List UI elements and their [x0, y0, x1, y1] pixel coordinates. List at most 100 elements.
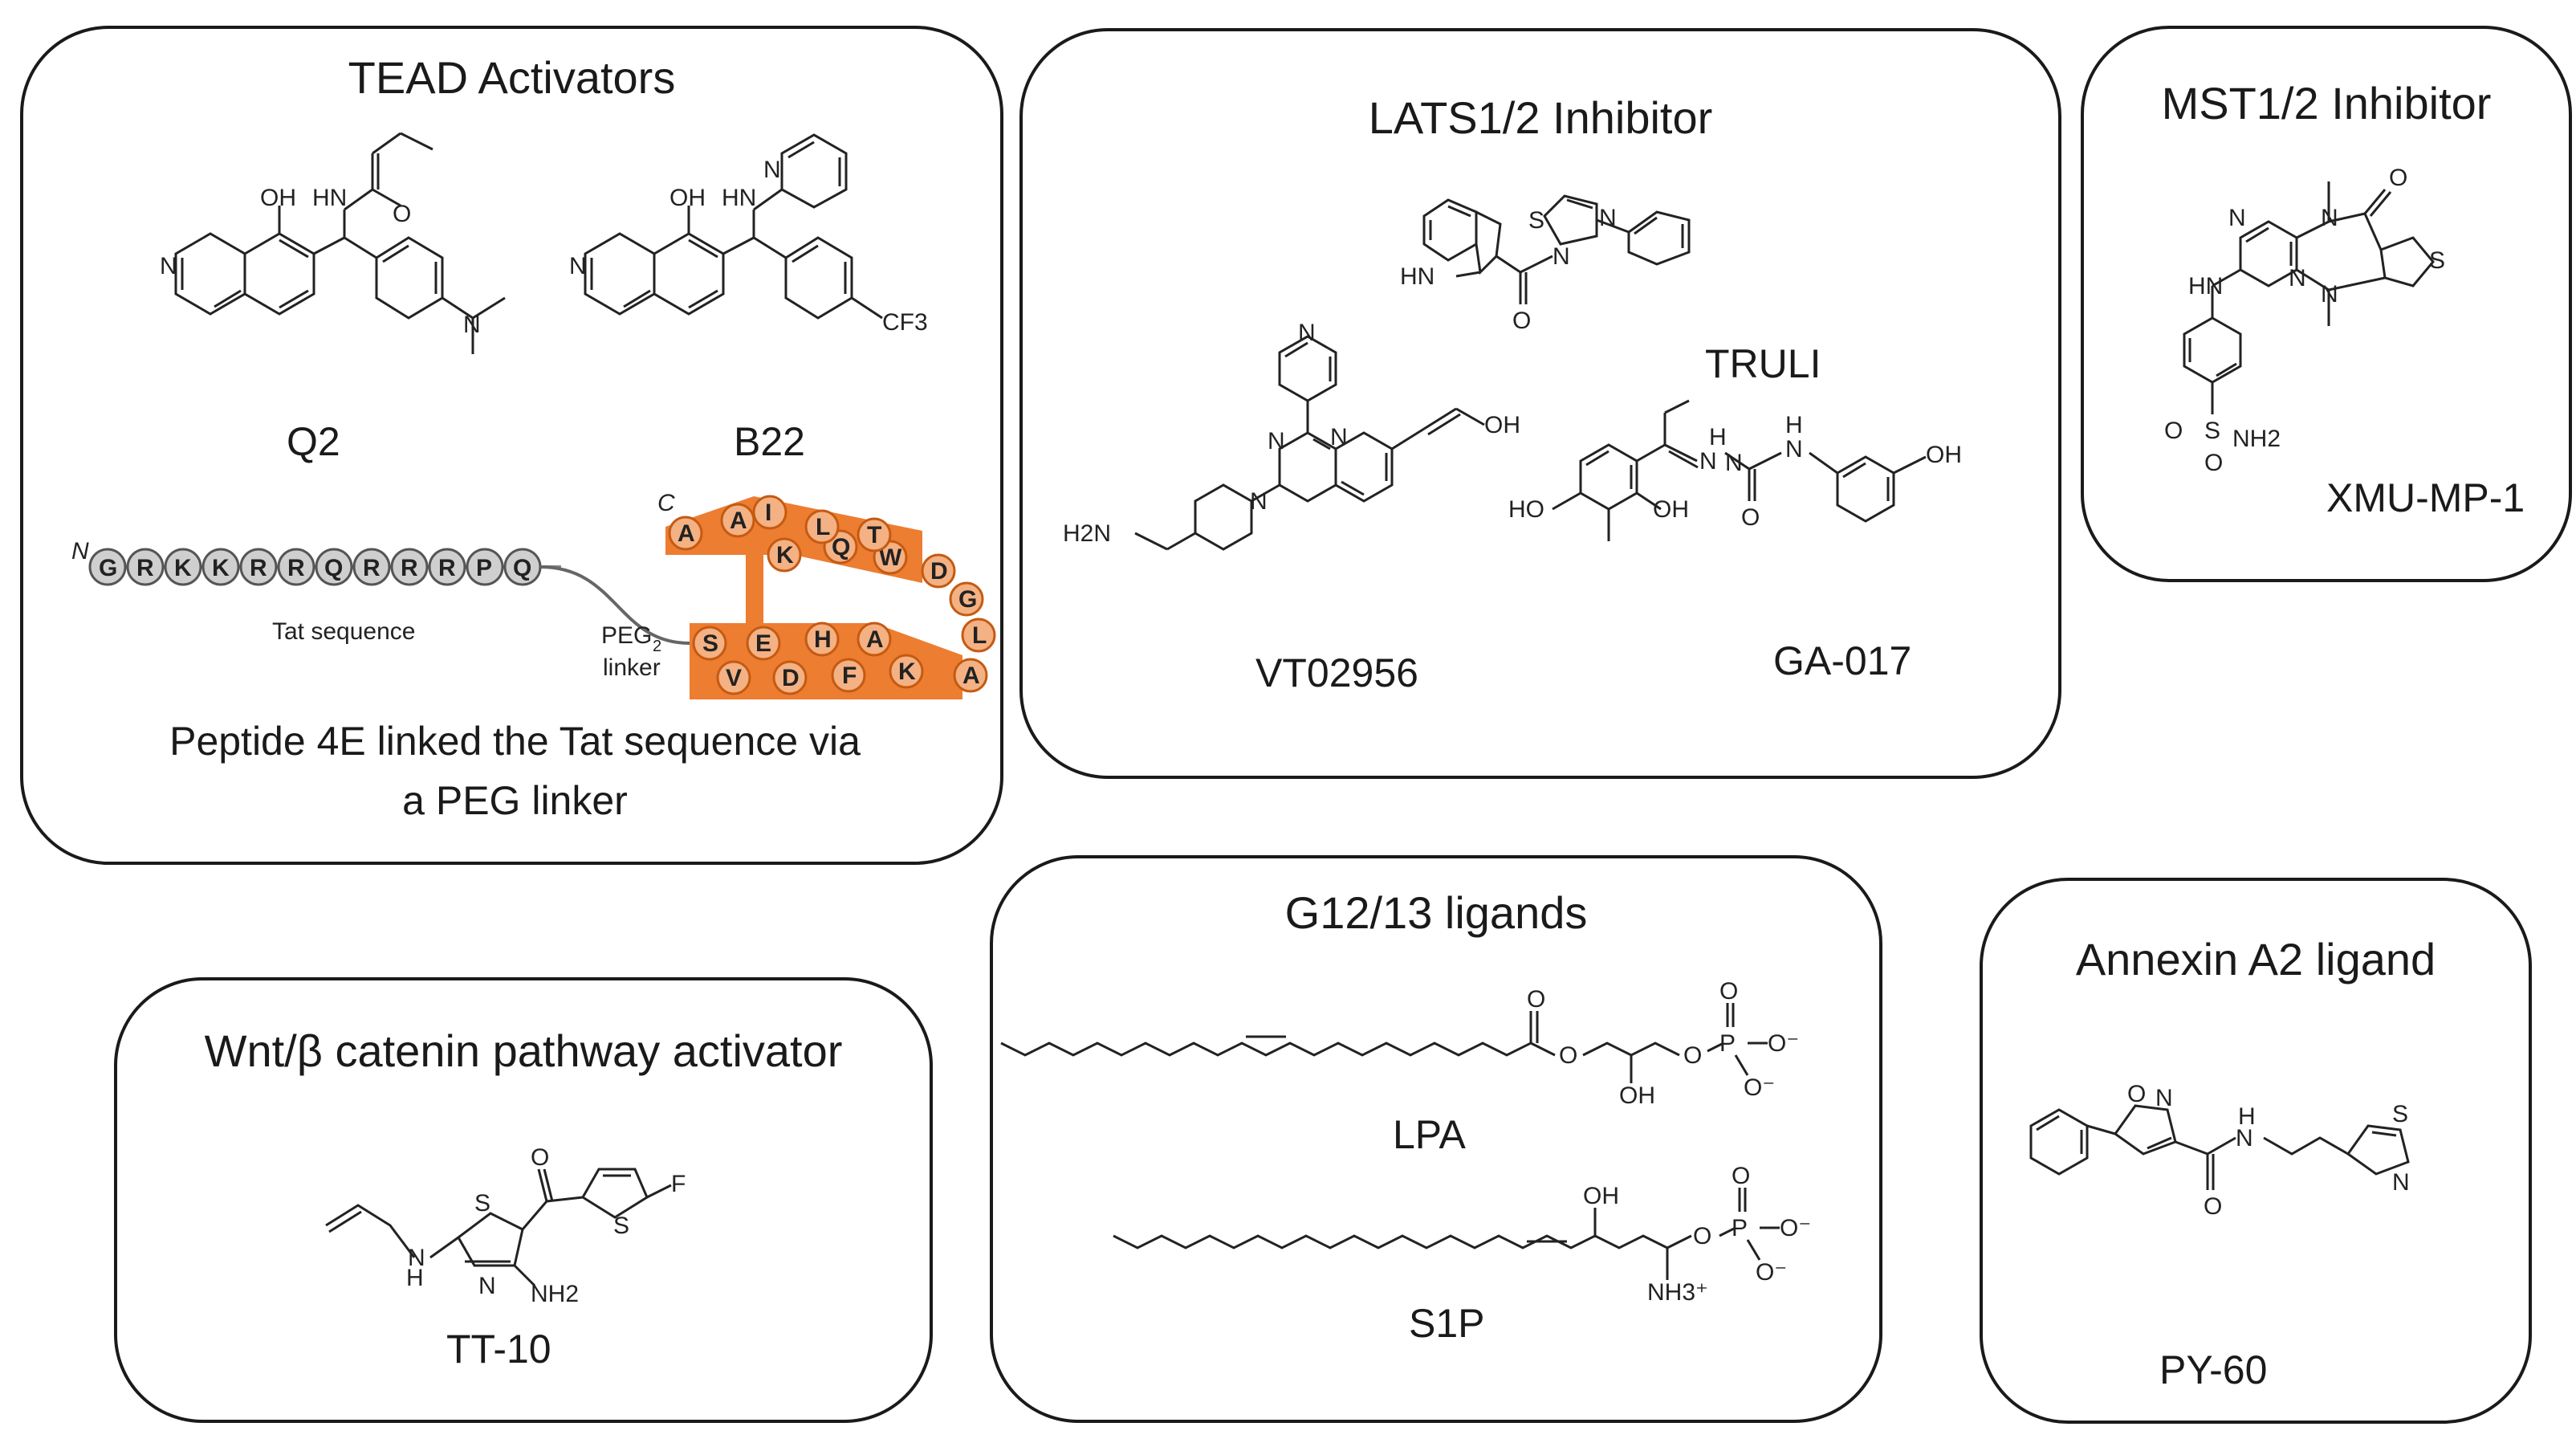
svg-text:S: S	[474, 1190, 490, 1217]
svg-text:S: S	[702, 630, 718, 657]
svg-text:S: S	[2204, 418, 2220, 444]
svg-text:E: E	[755, 630, 771, 657]
svg-text:R: R	[136, 555, 154, 581]
svg-text:O⁻: O⁻	[1768, 1030, 1799, 1057]
svg-text:R: R	[250, 555, 267, 581]
helix-bottom-beads: S V E D H F A K A	[692, 622, 988, 695]
svg-text:G: G	[99, 555, 117, 581]
compound-label-ga-017: GA-017	[1773, 638, 1912, 683]
vt02956-structure: N N N N H2N OH	[1063, 320, 1520, 551]
svg-text:O: O	[1512, 308, 1531, 334]
svg-text:HO: HO	[1508, 496, 1544, 523]
compound-label-lpa: LPA	[1393, 1112, 1466, 1157]
svg-text:N: N	[569, 253, 587, 279]
svg-text:H: H	[2238, 1103, 2256, 1130]
svg-text:O: O	[1719, 978, 1738, 1005]
svg-text:T: T	[867, 522, 881, 548]
svg-text:K: K	[212, 555, 230, 581]
svg-text:R: R	[287, 555, 305, 581]
peptide-caption: Peptide 4E linked the Tat sequence via a…	[71, 711, 958, 830]
svg-text:I: I	[765, 499, 771, 526]
svg-text:O: O	[531, 1144, 549, 1171]
svg-text:C: C	[657, 490, 675, 516]
svg-text:L: L	[816, 514, 830, 540]
svg-text:linker: linker	[603, 654, 661, 681]
svg-text:S: S	[2392, 1101, 2408, 1127]
svg-text:S: S	[613, 1213, 629, 1239]
mst-inhibitor-panel: MST1/2 Inhibitor N N N O S N HN S O O NH…	[2081, 26, 2572, 582]
svg-text:Q: Q	[832, 534, 850, 560]
svg-text:O: O	[393, 201, 411, 227]
svg-text:F: F	[842, 662, 857, 689]
svg-text:HN: HN	[722, 185, 756, 211]
svg-text:R: R	[438, 555, 456, 581]
compound-label-py-60: PY-60	[2159, 1347, 2268, 1392]
svg-text:P: P	[476, 555, 492, 581]
svg-text:N: N	[2289, 265, 2306, 291]
tat-sequence-beads: G R K K R R Q R R R P Q	[88, 548, 561, 586]
svg-text:O: O	[1741, 504, 1760, 531]
xmu-mp-1-structure: N N N O S N HN S O O NH2	[2164, 165, 2445, 476]
svg-text:OH: OH	[1484, 412, 1520, 438]
tead-activators-panel: TEAD Activators N OH HN O N Q2	[20, 26, 1003, 865]
lpa-structure: O O OH O P O O⁻ O⁻	[1000, 978, 1799, 1109]
svg-text:O⁻: O⁻	[1780, 1215, 1811, 1241]
svg-text:O: O	[2204, 450, 2223, 476]
svg-text:HN: HN	[1400, 263, 1435, 290]
compound-label-vt02956: VT02956	[1255, 650, 1418, 695]
svg-text:O: O	[2389, 165, 2407, 191]
svg-text:OH: OH	[1653, 496, 1689, 523]
svg-text:OH: OH	[669, 185, 706, 211]
svg-text:N: N	[1268, 428, 1285, 455]
svg-text:O: O	[1732, 1163, 1750, 1189]
svg-text:Q: Q	[513, 555, 531, 581]
compound-label-s1p: S1P	[1409, 1301, 1485, 1346]
b22-structure: N OH HN N CF3	[569, 133, 928, 336]
svg-text:A: A	[866, 626, 884, 653]
svg-text:H: H	[1785, 412, 1803, 438]
svg-text:OH: OH	[1583, 1183, 1619, 1209]
annexin-a2-ligand-panel: Annexin A2 ligand O N O N H S N PY-60	[1980, 878, 2532, 1424]
svg-text:OH: OH	[1926, 442, 1962, 468]
svg-text:O⁻: O⁻	[1756, 1259, 1787, 1286]
helix-top-beads: A A K I Q L W T D G L	[668, 495, 996, 653]
svg-text:H: H	[406, 1265, 424, 1291]
panel-title: TEAD Activators	[348, 52, 676, 103]
ga-017-structure: N H N O N H OH HO OH	[1508, 399, 1962, 541]
lats-inhibitor-panel: LATS1/2 Inhibitor HN O N S N TRULI	[1019, 28, 2061, 779]
svg-text:P: P	[1719, 1030, 1736, 1057]
svg-text:NH3⁺: NH3⁺	[1647, 1279, 1708, 1306]
caption-line-1: Peptide 4E linked the Tat sequence via	[169, 719, 861, 764]
svg-text:K: K	[776, 542, 794, 569]
svg-text:N: N	[1699, 448, 1717, 475]
svg-text:Q: Q	[324, 555, 343, 581]
py-60-structure: O N O N H S N	[2029, 1081, 2410, 1220]
svg-text:N: N	[1599, 205, 1617, 231]
svg-text:G: G	[958, 586, 977, 613]
svg-text:N: N	[1250, 488, 1268, 515]
svg-text:O: O	[1527, 986, 1545, 1013]
svg-text:N: N	[1330, 424, 1348, 450]
svg-text:O: O	[2204, 1193, 2222, 1220]
caption-line-2: a PEG linker	[402, 778, 628, 823]
svg-text:A: A	[678, 520, 695, 547]
svg-text:HN: HN	[2188, 273, 2223, 300]
peptide-4e-figure: N G R K K R R Q R R R P Q Tat sequence P…	[71, 490, 996, 699]
svg-text:H2N: H2N	[1063, 520, 1111, 547]
svg-text:N: N	[2321, 205, 2338, 231]
compound-label-truli: TRULI	[1705, 341, 1821, 386]
svg-text:D: D	[930, 558, 948, 585]
svg-text:N: N	[1553, 243, 1570, 270]
svg-text:R: R	[363, 555, 380, 581]
compound-label-b22: B22	[734, 419, 805, 464]
svg-text:N: N	[408, 1245, 425, 1271]
svg-text:OH: OH	[260, 185, 296, 211]
svg-text:O: O	[1559, 1042, 1577, 1069]
panel-title: Wnt/β catenin pathway activator	[204, 1025, 843, 1076]
svg-text:N: N	[763, 157, 781, 183]
svg-text:N: N	[2155, 1085, 2173, 1111]
svg-text:NH2: NH2	[531, 1281, 579, 1307]
panel-title: G12/13 ligands	[1284, 887, 1588, 938]
svg-text:N: N	[160, 253, 177, 279]
svg-text:N: N	[478, 1273, 496, 1299]
